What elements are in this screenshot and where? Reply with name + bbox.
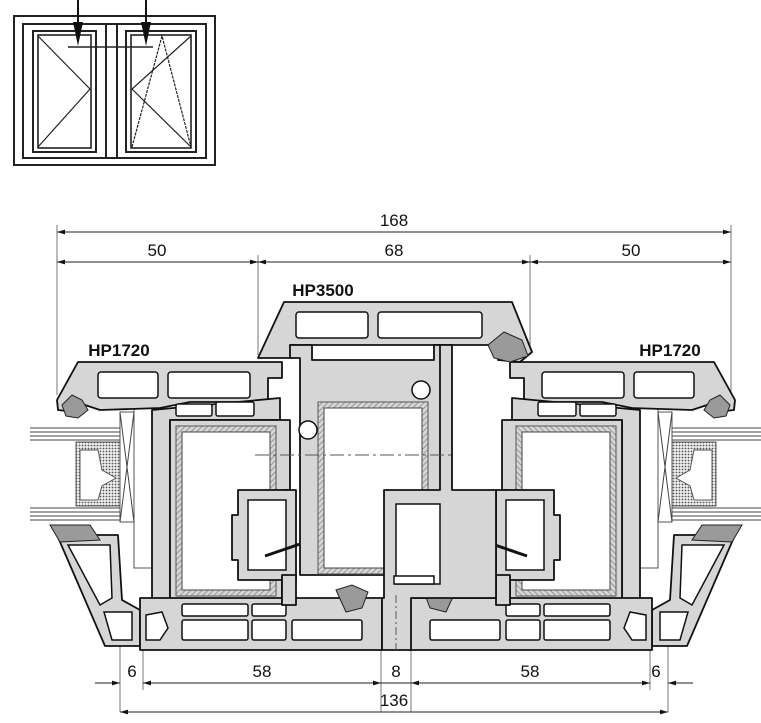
- dim-center-68: 68: [385, 241, 404, 260]
- label-hp3500: HP3500: [292, 281, 353, 300]
- dim-left-50: 50: [148, 241, 167, 260]
- dim-right-sash-58: 58: [521, 662, 540, 681]
- dim-gap-8: 8: [391, 662, 400, 681]
- dim-right-50: 50: [622, 241, 641, 260]
- label-hp1720-right: HP1720: [639, 341, 700, 360]
- glazing-unit: [30, 427, 125, 521]
- mullion-profile: [255, 301, 533, 651]
- dim-left-sash-58: 58: [253, 662, 272, 681]
- label-hp1720-left: HP1720: [88, 341, 149, 360]
- frame-sash-section-left: [30, 361, 383, 651]
- top-dimensions: 168 50 68 50: [57, 211, 731, 265]
- bottom-dimensions: 6 58 8 58 6 136: [95, 662, 693, 715]
- dim-overall-168: 168: [380, 211, 408, 230]
- window-elevation-icon: [13, 0, 216, 166]
- dim-overall-136: 136: [380, 691, 408, 710]
- dim-left-offset-6: 6: [127, 662, 136, 681]
- dim-right-offset-6: 6: [651, 662, 660, 681]
